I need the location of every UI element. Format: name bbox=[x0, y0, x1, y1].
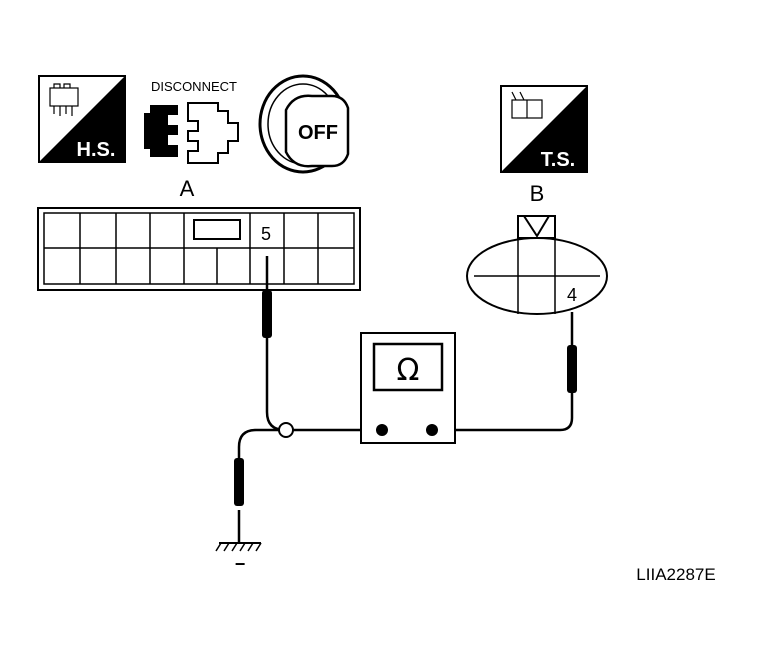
ground-minus: − bbox=[235, 554, 246, 574]
connector-b: 4 bbox=[466, 215, 608, 315]
disconnect-icon: DISCONNECT bbox=[144, 79, 239, 164]
ts-label: T.S. bbox=[541, 149, 575, 171]
terminal-side-icon: T.S. bbox=[500, 85, 588, 173]
ignition-off-icon: OFF bbox=[258, 74, 350, 174]
ohmmeter: Ω bbox=[360, 332, 456, 444]
probe-a bbox=[262, 256, 272, 338]
probe-b bbox=[567, 345, 577, 393]
ground-symbol: − bbox=[215, 542, 262, 574]
figure-id: LIIA2287E bbox=[636, 565, 715, 584]
ohm-symbol: Ω bbox=[397, 353, 420, 388]
wire-junction bbox=[278, 422, 294, 438]
meter-terminal-left bbox=[376, 424, 388, 436]
connector-b-letter: B bbox=[530, 181, 545, 206]
meter-terminal-right bbox=[426, 424, 438, 436]
off-label: OFF bbox=[298, 122, 338, 144]
probe-ground bbox=[234, 458, 244, 506]
connector-a-letter: A bbox=[180, 176, 195, 201]
hs-label: H.S. bbox=[77, 139, 116, 161]
connector-a: 5 bbox=[37, 207, 361, 291]
harness-side-icon: H.S. bbox=[38, 75, 126, 163]
connector-a-terminal: 5 bbox=[261, 224, 271, 244]
connector-b-terminal: 4 bbox=[567, 285, 577, 305]
disconnect-label: DISCONNECT bbox=[151, 79, 237, 94]
